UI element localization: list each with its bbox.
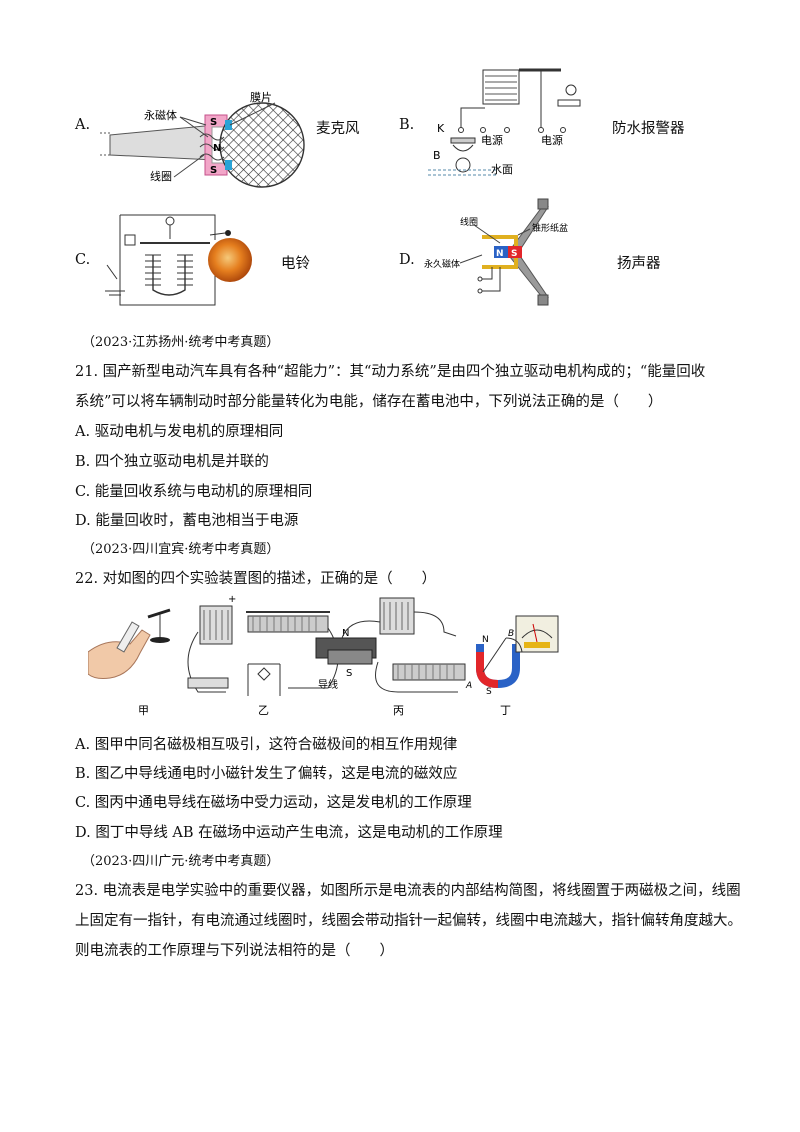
label-n: N (496, 249, 504, 259)
q22-experiment-figure: 甲 + 乙 N S 导线 丙 A B N S (88, 594, 559, 717)
label-coil: 线圈 (150, 169, 172, 183)
q23-stem-line-1: 23. 电流表是电学实验中的重要仪器，如图所示是电流表的内部结构简图，将线圈置于… (75, 883, 741, 899)
q21-option-b[interactable]: B. 四个独立驱动电机是并联的 (75, 454, 269, 470)
label-jia: 甲 (138, 704, 149, 717)
q21-option-a[interactable]: A. 驱动电机与发电机的原理相同 (75, 424, 284, 440)
q22-source: （2023·四川宜宾·统考中考真题） (82, 542, 280, 557)
label-n: N (213, 143, 221, 154)
q21-stem-line-2: 系统”可以将车辆制动时部分能量转化为电能，储存在蓄电池中，下列说法正确的是（ ） (75, 394, 663, 410)
q21-option-c[interactable]: C. 能量回收系统与电动机的原理相同 (75, 484, 313, 500)
label-ding: 丁 (500, 704, 511, 717)
label-power-1: 电源 (481, 133, 503, 147)
q20-option-d-caption: 扬声器 (617, 256, 661, 272)
q23-source: （2023·四川广元·统考中考真题） (82, 854, 280, 869)
q21-stem-line-1: 21. 国产新型电动汽车具有各种“超能力”：其“动力系统”是由四个独立驱动电机构… (75, 364, 706, 380)
q21-option-d[interactable]: D. 能量回收时，蓄电池相当于电源 (75, 513, 299, 529)
q20-option-d-letter: D. (399, 252, 415, 268)
label-s-bing: S (346, 668, 352, 679)
label-cone: 锥形纸盆 (532, 222, 568, 234)
label-permanent-magnet: 永久磁体 (424, 258, 460, 270)
label-k: K (437, 122, 445, 135)
q20-option-c-caption: 电铃 (281, 256, 310, 272)
label-a: A (465, 681, 472, 691)
label-power-2: 电源 (541, 133, 563, 147)
q21-source: （2023·江苏扬州·统考中考真题） (82, 335, 280, 350)
q20-option-b-letter: B. (399, 117, 415, 133)
label-water-surface: 水面 (491, 163, 513, 176)
label-n-bing: N (342, 628, 349, 639)
electric-bell-figure (105, 214, 231, 306)
label-b: B (508, 629, 514, 639)
bell-dome-icon (208, 238, 252, 282)
label-coil: 线圈 (460, 216, 478, 228)
label-s-top: S (210, 117, 217, 128)
q23-stem-line-2: 上固定有一指针，有电流通过线圈时，线圈会带动指针一起偏转，线圈中电流越大，指针偏… (75, 913, 742, 929)
label-b: B (433, 149, 441, 162)
q22-option-c[interactable]: C. 图丙中通电导线在磁场中受力运动，这是发电机的工作原理 (75, 795, 472, 811)
q22-option-a[interactable]: A. 图甲中同名磁极相互吸引，这符合磁极间的相互作用规律 (75, 737, 458, 753)
label-s-ding: S (486, 687, 492, 697)
label-s: S (511, 249, 517, 259)
microphone-figure: 永磁体 膜片 线圈 S N S (100, 91, 305, 188)
label-wire: 导线 (318, 678, 338, 691)
water-alarm-figure: K B 电源 电源 水面 (428, 68, 581, 176)
q22-option-d[interactable]: D. 图丁中导线 AB 在磁场中运动产生电流，这是电动机的工作原理 (75, 825, 503, 841)
label-n-ding: N (482, 635, 489, 645)
q22-stem: 22. 对如图的四个实验装置图的描述，正确的是（ ） (75, 571, 437, 587)
q22-option-b[interactable]: B. 图乙中导线通电时小磁针发生了偏转，这是电流的磁效应 (75, 766, 458, 782)
q20-option-a-letter: A. (75, 117, 91, 133)
q20-option-a-caption: 麦克风 (316, 121, 360, 137)
q20-option-b-caption: 防水报警器 (612, 121, 685, 137)
q23-stem-line-3: 则电流表的工作原理与下列说法相符的是（ ） (75, 943, 394, 959)
label-bing: 丙 (393, 704, 404, 717)
speaker-figure: N S 线圈 锥形纸盆 永久磁体 (424, 198, 568, 306)
label-magnet: 永磁体 (144, 108, 177, 122)
label-yi: 乙 (258, 704, 269, 717)
label-s-bottom: S (210, 165, 217, 176)
q20-option-c-letter: C. (75, 252, 91, 268)
label-diaphragm: 膜片 (250, 91, 272, 104)
label-plus: + (228, 594, 236, 605)
